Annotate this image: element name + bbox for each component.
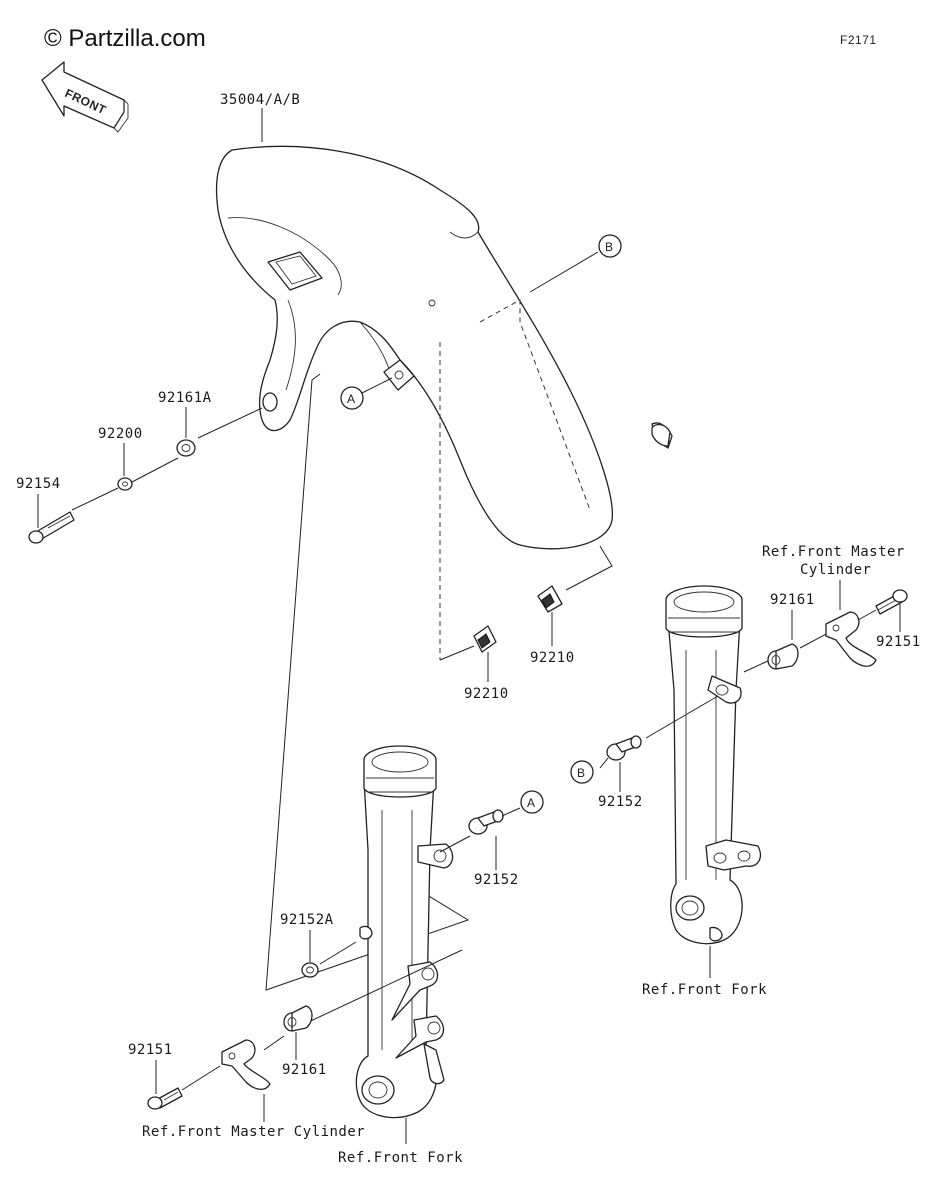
label-washer[interactable]: 92200 (98, 426, 143, 442)
label-clip-right[interactable]: 92210 (530, 650, 575, 666)
collar-92161a[interactable] (176, 439, 196, 457)
label-bolt-left[interactable]: 92151 (128, 1042, 173, 1058)
label-bolt-right[interactable]: 92151 (876, 634, 921, 650)
label-bushing-a[interactable]: 92152 (474, 872, 519, 888)
bolt-92154[interactable] (28, 511, 75, 544)
collar-92161-right[interactable] (767, 643, 799, 670)
label-collar-upper[interactable]: 92161A (158, 390, 212, 406)
callout-b-fork-text: B (577, 766, 585, 780)
right-fork-tab (651, 423, 671, 447)
callout-a-fender (340, 386, 364, 410)
brand-watermark: © Partzilla.com (44, 25, 206, 52)
figure-code: F2171 (840, 33, 877, 47)
bolt-92151-left[interactable] (147, 1087, 183, 1110)
left-front-fork[interactable] (355, 745, 454, 1119)
label-collar-left-lower[interactable]: 92161 (282, 1062, 327, 1078)
bushing-92152-b[interactable] (606, 735, 642, 761)
right-front-fork[interactable] (651, 422, 761, 945)
clip-92210-left[interactable] (473, 625, 497, 653)
guide-line-left (265, 373, 470, 991)
callout-a-fork-text: A (527, 796, 535, 810)
label-bushing-lower[interactable]: 92152A (280, 912, 334, 928)
clip-92210-right[interactable] (537, 585, 563, 613)
clamp-master-cylinder-left[interactable] (221, 1039, 271, 1090)
hidden-line-b (479, 299, 591, 511)
callout-b-fender (598, 234, 622, 258)
callout-a-fork (520, 790, 544, 814)
label-clip-left[interactable]: 92210 (464, 686, 509, 702)
label-fork-right[interactable]: Ref.Front Fork (642, 982, 767, 998)
label-fork-left[interactable]: Ref.Front Fork (338, 1150, 463, 1166)
bushing-92152a[interactable] (301, 962, 319, 978)
callout-b-fender-text: B (605, 240, 613, 254)
label-master-cyl-right-1[interactable]: Ref.Front Master (762, 544, 905, 560)
label-master-cyl-right-2: Cylinder (800, 562, 871, 578)
callout-a-fender-text: A (347, 392, 355, 406)
bushing-92152-a[interactable] (468, 809, 504, 835)
collar-92161-left[interactable] (283, 1005, 313, 1032)
label-collar-right[interactable]: 92161 (770, 592, 815, 608)
leader-collar-upper (197, 407, 263, 439)
label-master-cyl-left[interactable]: Ref.Front Master Cylinder (142, 1124, 365, 1140)
label-bolt-upper[interactable]: 92154 (16, 476, 61, 492)
washer-92200[interactable] (117, 477, 133, 491)
callout-b-fork (570, 760, 594, 784)
clamp-master-cylinder-right[interactable] (825, 611, 877, 667)
label-fender[interactable]: 35004/A/B (220, 92, 300, 108)
front-direction-arrow-icon: FRONT (41, 61, 129, 133)
label-bushing-b[interactable]: 92152 (598, 794, 643, 810)
front-fender[interactable] (215, 145, 614, 550)
bolt-92151-right[interactable] (875, 589, 908, 615)
